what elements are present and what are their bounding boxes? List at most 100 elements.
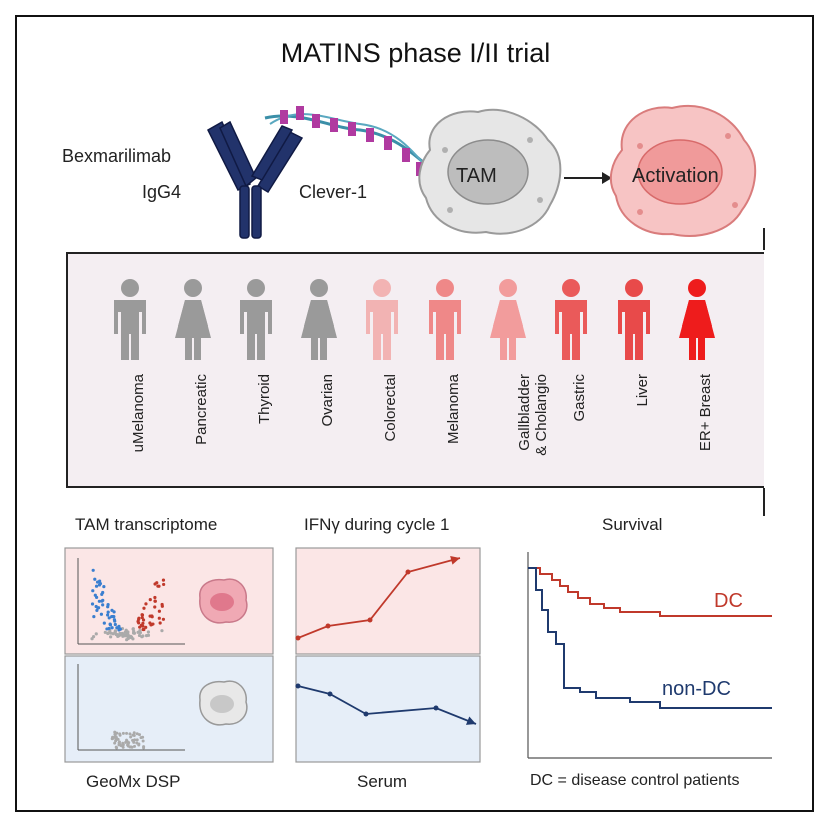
volcano-point: [108, 622, 112, 626]
ifn-point: [433, 705, 439, 711]
ifn-point: [327, 691, 333, 697]
survival-caption: DC = disease control patients: [530, 772, 740, 789]
cancer-type-label: Liver: [634, 374, 651, 407]
volcano-plot-dc: [90, 568, 166, 642]
volcano-point: [162, 582, 166, 587]
volcano-point: [92, 615, 96, 619]
cancer-type-label: Thyroid: [256, 374, 273, 425]
volcano-point: [121, 743, 125, 747]
transcriptome-caption: GeoMx DSP: [86, 772, 181, 791]
lower-panels: [64, 547, 772, 763]
volcano-point: [114, 736, 118, 740]
volcano-point: [112, 610, 116, 614]
survival-nondc-label: non-DC: [662, 678, 731, 700]
volcano-point: [131, 738, 135, 742]
volcano-point: [126, 635, 130, 640]
volcano-point: [96, 606, 101, 610]
volcano-point: [106, 613, 110, 617]
cancer-type-label: Ovarian: [319, 374, 336, 427]
volcano-point: [153, 595, 157, 600]
volcano-point: [121, 731, 125, 735]
volcano-point: [117, 633, 121, 637]
volcano-point: [106, 610, 110, 614]
volcano-point: [106, 605, 110, 609]
ifn-title: IFNγ during cycle 1: [304, 515, 450, 534]
volcano-point: [158, 621, 162, 625]
male-figure-icon: [429, 279, 461, 360]
volcano-point: [113, 622, 117, 627]
tam-label: TAM: [456, 165, 497, 187]
volcano-point: [125, 731, 129, 735]
volcano-point: [113, 732, 117, 736]
ifn-point: [405, 569, 411, 575]
patient-figures: [114, 279, 715, 360]
male-figure-icon: [618, 279, 650, 360]
volcano-point: [97, 583, 102, 587]
volcano-point: [120, 632, 124, 637]
cancer-type-label: Gallbladder & Cholangio: [516, 374, 550, 456]
volcano-point: [110, 626, 114, 630]
ifn-nondc-line: [295, 683, 477, 725]
ifn-point: [363, 711, 369, 717]
bracket-line-lower: [763, 488, 765, 516]
volcano-point: [108, 630, 112, 635]
volcano-point: [135, 741, 139, 745]
volcano-point: [91, 568, 95, 572]
cancer-type-label: Colorectal: [382, 374, 399, 442]
volcano-point: [153, 599, 157, 603]
volcano-point: [161, 617, 166, 621]
volcano-point: [113, 741, 117, 745]
ifn-dc-line: [295, 555, 461, 641]
volcano-point: [137, 633, 142, 638]
ifn-caption: Serum: [357, 772, 408, 791]
volcano-point: [141, 627, 145, 632]
volcano-point: [100, 592, 104, 596]
volcano-point: [101, 598, 105, 602]
volcano-point: [121, 745, 125, 749]
volcano-point: [157, 609, 161, 613]
volcano-point: [141, 621, 145, 625]
volcano-point: [130, 745, 134, 749]
volcano-point: [102, 621, 106, 625]
volcano-point: [105, 627, 109, 631]
volcano-point: [95, 580, 100, 584]
volcano-point: [160, 629, 164, 633]
female-figure-icon: [679, 279, 715, 360]
survival-curve-dc: [528, 567, 772, 617]
volcano-point: [118, 733, 122, 737]
volcano-point: [93, 577, 97, 581]
volcano-point: [133, 744, 137, 748]
male-figure-icon: [240, 279, 272, 360]
survival-title: Survival: [602, 515, 663, 534]
volcano-point: [138, 631, 143, 635]
volcano-point: [161, 578, 166, 582]
volcano-point: [141, 739, 145, 743]
arrow-head-icon: [465, 716, 476, 725]
male-figure-icon: [366, 279, 398, 360]
volcano-point: [90, 602, 95, 606]
volcano-point: [99, 612, 104, 616]
survival-curve-nondc: [528, 567, 772, 709]
cancer-type-label: ER+ Breast: [697, 374, 714, 452]
volcano-point: [129, 635, 134, 639]
male-figure-icon: [555, 279, 587, 360]
volcano-point: [97, 599, 101, 603]
volcano-plot-nondc: [110, 730, 146, 750]
volcano-point: [94, 632, 98, 636]
volcano-point: [131, 733, 135, 737]
volcano-point: [144, 625, 148, 629]
volcano-point: [160, 604, 164, 608]
antibody-label: Bexmarilimab: [62, 146, 172, 166]
volcano-point: [156, 584, 160, 588]
volcano-point: [136, 630, 140, 634]
antibody-isotype-label: IgG4: [142, 182, 182, 202]
arrow-head-icon: [450, 555, 460, 565]
volcano-point: [157, 616, 161, 620]
activation-label: Activation: [632, 165, 719, 187]
ifn-point: [295, 635, 301, 641]
volcano-point: [113, 730, 117, 734]
volcano-point: [114, 745, 118, 749]
volcano-point: [129, 735, 133, 739]
cancer-type-label: uMelanoma: [130, 374, 147, 453]
volcano-point: [90, 637, 94, 641]
